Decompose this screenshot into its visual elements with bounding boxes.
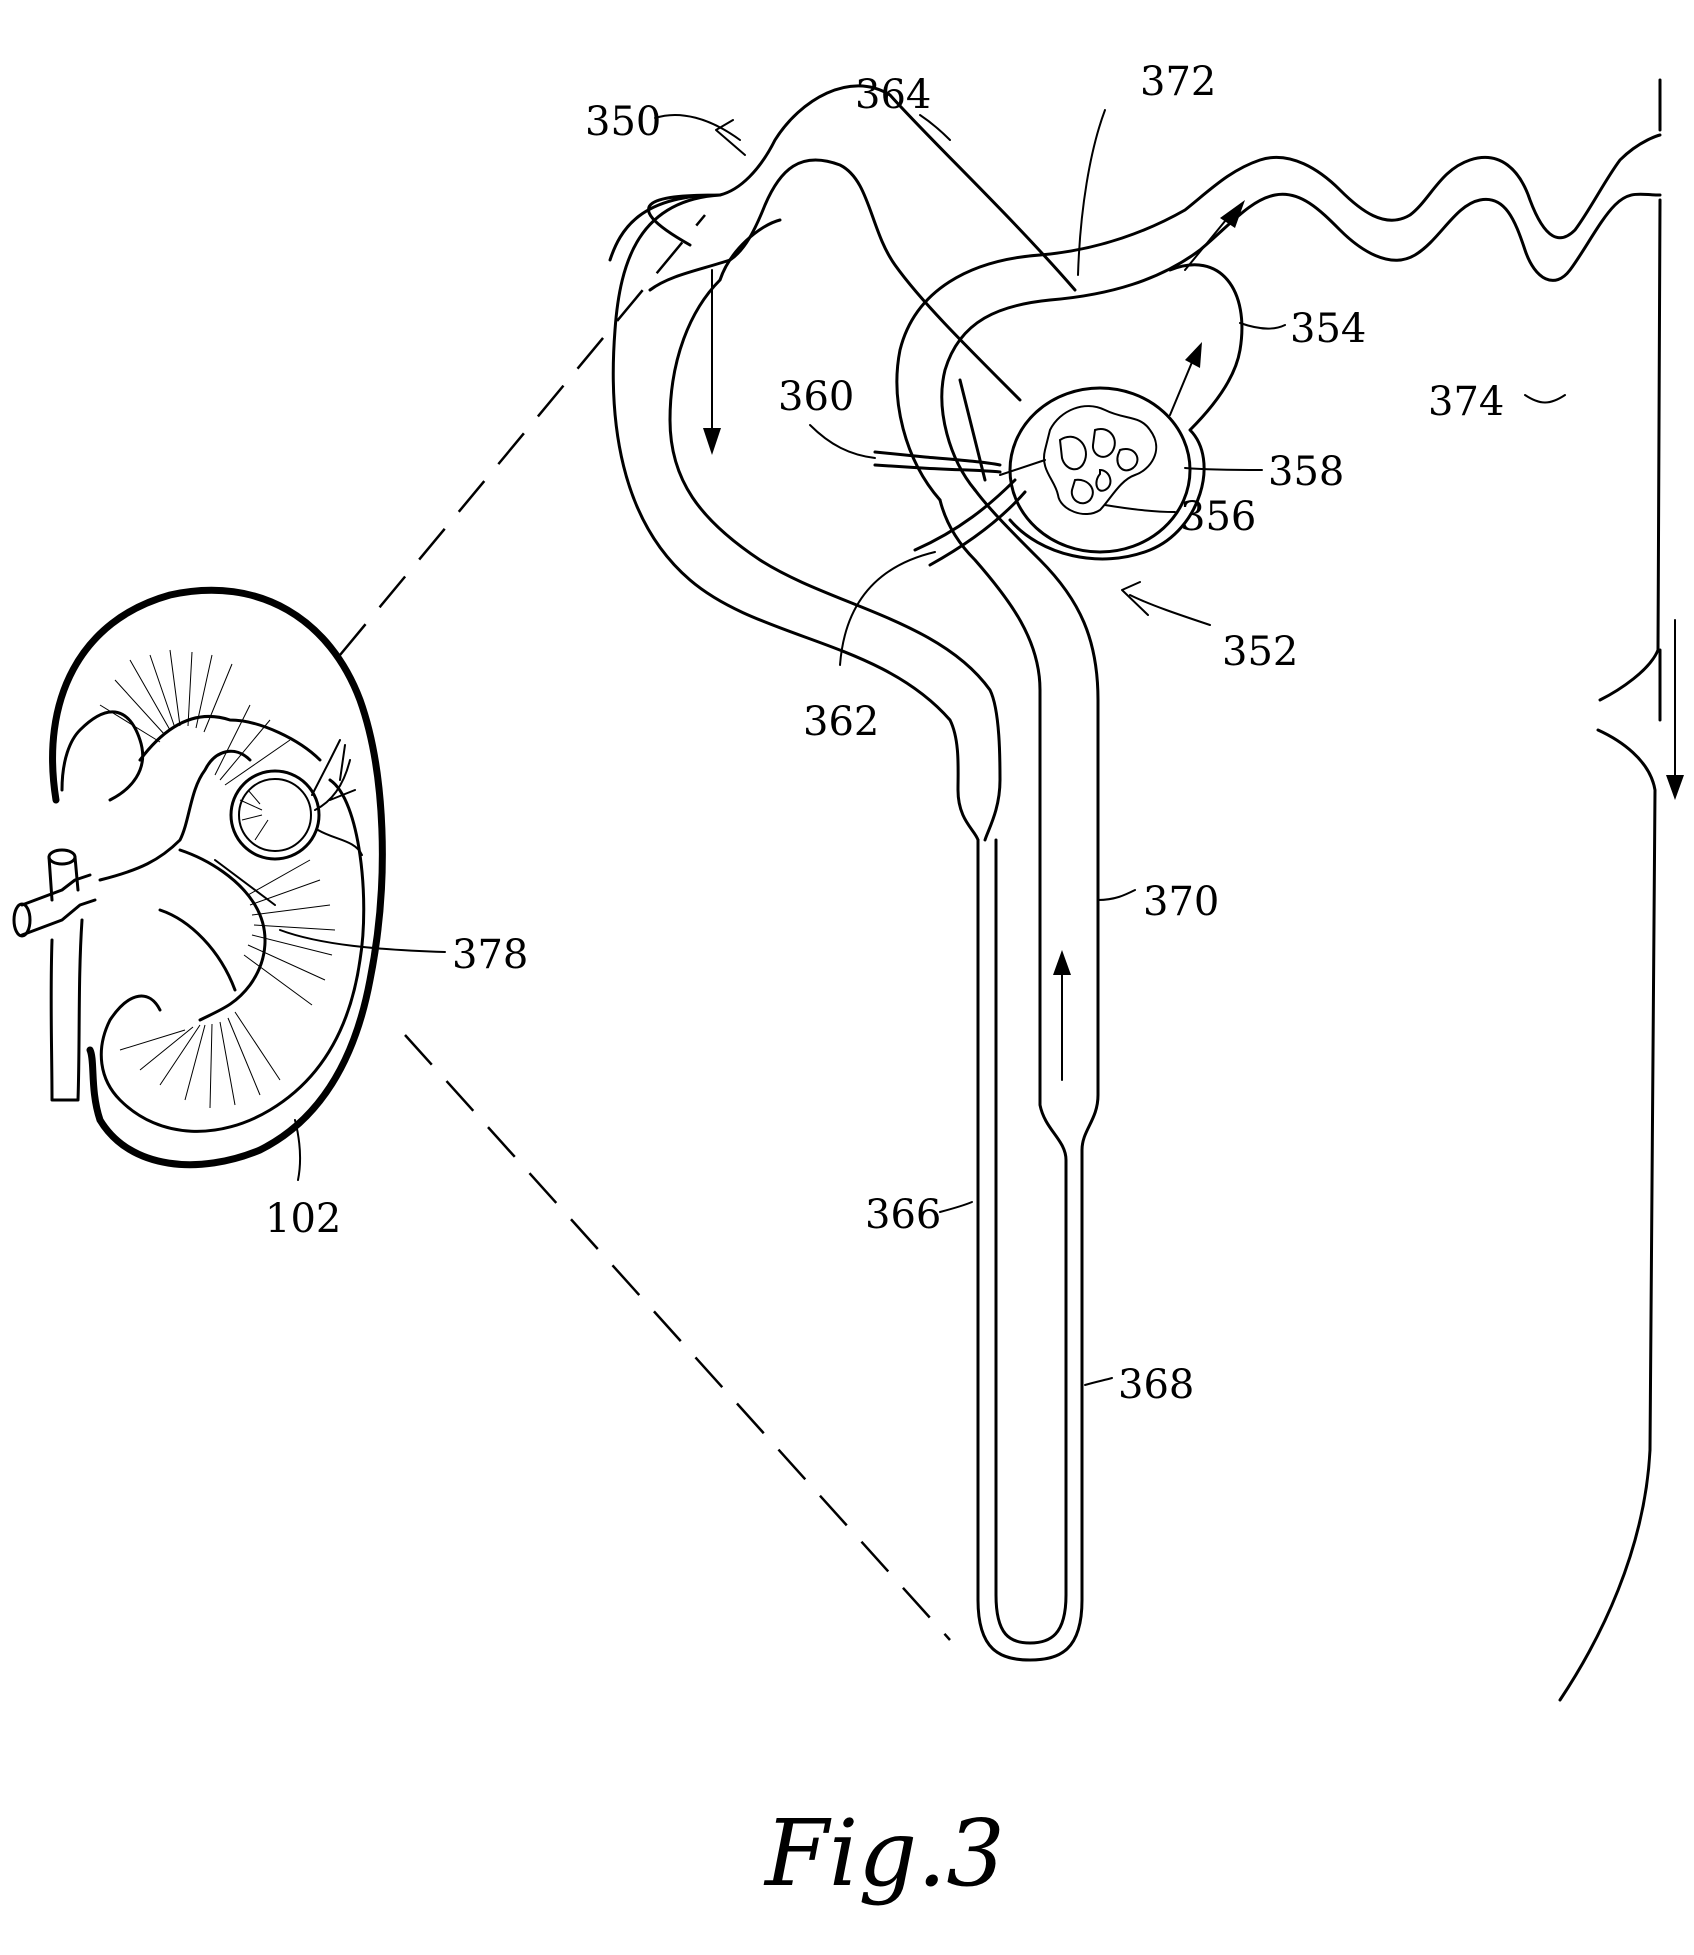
leader-366 xyxy=(939,1201,973,1213)
label-364: 364 xyxy=(855,72,931,118)
leader-358 xyxy=(1184,467,1263,471)
collecting-duct-left-wall xyxy=(1558,78,1662,1702)
leader-354 xyxy=(1239,322,1286,330)
efferent-arteriole xyxy=(873,450,1002,474)
projection-line-lower xyxy=(404,1034,951,1641)
label-360: 360 xyxy=(778,374,854,420)
reference-labels: 350 364 372 354 360 358 356 352 362 374 … xyxy=(265,59,1504,1408)
label-352: 352 xyxy=(1222,629,1298,675)
kidney-capsule xyxy=(49,586,386,1169)
leader-lines xyxy=(654,109,1566,1386)
label-366: 366 xyxy=(865,1192,941,1238)
bowmans-capsule xyxy=(1008,263,1244,561)
interlobar-vessels xyxy=(311,739,363,856)
renal-pyramids xyxy=(99,649,336,1109)
label-362: 362 xyxy=(803,699,879,745)
figure-caption: Fig.3 xyxy=(763,1800,1005,1907)
descending-limb xyxy=(973,488,1100,1662)
proximal-straight-outer xyxy=(611,193,980,842)
label-356: 356 xyxy=(1180,494,1256,540)
label-102: 102 xyxy=(265,1196,341,1242)
leader-102 xyxy=(294,1119,302,1181)
leader-360 xyxy=(809,424,876,459)
ureter xyxy=(49,918,84,1102)
renal-vein xyxy=(47,855,80,902)
vein-opening xyxy=(47,848,77,866)
distal-loop-inner xyxy=(940,192,1662,492)
label-350: 350 xyxy=(585,99,661,145)
nephron xyxy=(608,78,1684,1702)
distal-loop-outer xyxy=(895,133,1662,502)
artery-opening xyxy=(12,902,32,938)
label-370: 370 xyxy=(1143,879,1219,925)
leader-352 xyxy=(1129,594,1211,626)
kidney-lobe-circle xyxy=(229,769,321,861)
leader-350 xyxy=(654,114,741,141)
label-354: 354 xyxy=(1290,306,1366,352)
label-358: 358 xyxy=(1268,449,1344,495)
label-374: 374 xyxy=(1428,379,1504,425)
leader-368 xyxy=(1084,1377,1113,1386)
kidney-cross-section xyxy=(12,586,446,1181)
leader-372 xyxy=(1077,109,1106,276)
label-368: 368 xyxy=(1118,1362,1194,1408)
label-378: 378 xyxy=(452,932,528,978)
leader-374 xyxy=(1524,394,1566,404)
proximal-tubule xyxy=(608,84,1077,482)
glomerulus-tuft xyxy=(999,405,1158,515)
glomerulus-capsule xyxy=(1008,386,1192,554)
renal-pelvis xyxy=(98,749,267,1022)
kidney-cortex-outline xyxy=(60,710,366,1133)
kidney-lobe-inner xyxy=(238,778,312,852)
proximal-straight-inner xyxy=(668,218,1002,842)
leader-378 xyxy=(279,929,446,953)
leader-364 xyxy=(919,114,951,141)
flow-arrows xyxy=(703,200,1684,1081)
projection-line-upper xyxy=(339,214,706,656)
renal-artery xyxy=(20,873,97,937)
label-372: 372 xyxy=(1140,59,1216,105)
leader-362 xyxy=(839,551,936,666)
descending-limb-inner xyxy=(938,498,1068,1645)
leader-370 xyxy=(1097,889,1136,901)
afferent-arteriole xyxy=(913,478,1027,567)
leader-356 xyxy=(1104,504,1176,513)
